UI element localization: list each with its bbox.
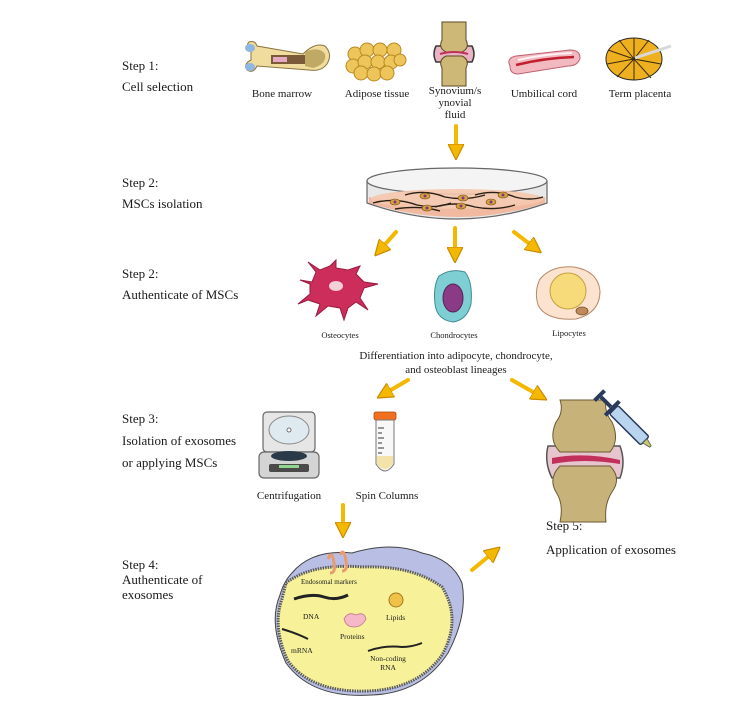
- adipose-tissue-icon: [345, 42, 407, 82]
- differentiation-line2: and osteoblast lineages: [405, 364, 507, 376]
- endosomal-markers-icon: [326, 550, 348, 575]
- step4-label: Step 4: Authenticate of exosomes: [122, 557, 203, 602]
- step3-desc-line1: Isolation of exosomes: [122, 433, 237, 448]
- centrifuge-icon: [258, 411, 320, 479]
- source-label-synovium-line3: fluid: [444, 109, 466, 121]
- arrow-dish-to-lipocyte: [512, 230, 535, 248]
- arrow-exosome-to-application: [470, 552, 494, 572]
- step4-title: Step 4:: [122, 557, 159, 572]
- noncoding-rna-icon: [367, 642, 423, 652]
- method-label-spin-columns: Spin Columns: [355, 490, 419, 502]
- chondrocyte-icon: [434, 270, 472, 323]
- step2b-desc: Authenticate of MSCs: [122, 287, 239, 302]
- arrow-to-application: [510, 378, 540, 396]
- exosome-icon: [274, 546, 464, 696]
- method-label-centrifugation: Centrifugation: [256, 490, 322, 502]
- cell-label-chondrocytes: Chondrocytes: [430, 330, 478, 340]
- umbilical-cord-icon: [508, 49, 581, 75]
- step5-label: Step 5: Application of exosomes: [546, 518, 676, 558]
- step3-label: Step 3: Isolation of exosomes or applyin…: [122, 411, 236, 471]
- source-label-synovium-line2: ynovial: [438, 97, 472, 109]
- step2a-desc: MSCs isolation: [122, 196, 203, 211]
- source-label-umbilical: Umbilical cord: [510, 88, 578, 100]
- step2b-title: Step 2:: [122, 266, 159, 281]
- protein-icon: [343, 613, 367, 628]
- exosome-label-ncrna-line1: Non-coding: [370, 654, 406, 663]
- exosome-label-markers: Endosomal markers: [301, 578, 357, 586]
- bone-marrow-icon: [245, 41, 331, 72]
- mrna-icon: [281, 628, 309, 640]
- cell-label-lipocytes: Lipocytes: [552, 328, 586, 338]
- knee-joint-injection-icon: [545, 389, 652, 523]
- source-label-adipose: Adipose tissue: [344, 88, 410, 100]
- source-label-placenta: Term placenta: [608, 88, 672, 100]
- osteocyte-icon: [297, 258, 379, 322]
- cell-label-osteocytes: Osteocytes: [321, 330, 359, 340]
- step5-desc: Application of exosomes: [546, 542, 676, 557]
- differentiation-line1: Differentiation into adipocyte, chondroc…: [359, 350, 553, 362]
- step4-desc-line2: exosomes: [122, 587, 174, 602]
- lipocyte-icon: [535, 266, 601, 320]
- step3-desc-line2: or applying MSCs: [122, 455, 218, 470]
- exosome-label-proteins: Proteins: [340, 632, 365, 641]
- arrow-dish-to-osteocyte: [380, 230, 398, 250]
- exosome-label-ncrna: Non-coding RNA: [366, 654, 410, 672]
- exosome-label-dna: DNA: [303, 612, 320, 621]
- step1-label: Step 1: Cell selection: [122, 58, 193, 95]
- step2a-label: Step 2: MSCs isolation: [122, 175, 203, 212]
- arrow-to-isolation: [384, 378, 410, 394]
- syringe-icon: [593, 389, 652, 448]
- step1-desc: Cell selection: [122, 79, 194, 94]
- exosome-label-lipids: Lipids: [386, 613, 406, 622]
- step1-title: Step 1:: [122, 58, 159, 73]
- spin-column-icon: [373, 411, 397, 472]
- source-label-bone-marrow: Bone marrow: [251, 88, 313, 100]
- petri-dish-icon: [366, 167, 548, 220]
- step3-title: Step 3:: [122, 411, 159, 426]
- dna-icon: [293, 593, 349, 601]
- source-label-synovium: Synovium/s ynovial fluid: [420, 85, 490, 121]
- placenta-icon: [605, 37, 672, 81]
- step2b-label: Step 2: Authenticate of MSCs: [122, 266, 238, 303]
- differentiation-text: Differentiation into adipocyte, chondroc…: [340, 349, 572, 377]
- synovial-joint-icon: [433, 21, 475, 87]
- step4-desc-line1: Authenticate of: [122, 572, 203, 587]
- step2a-title: Step 2:: [122, 175, 159, 190]
- lipid-icon: [388, 592, 404, 608]
- exosome-label-ncrna-line2: RNA: [380, 663, 396, 672]
- source-label-synovium-line1: Synovium/s: [428, 85, 482, 97]
- exosome-label-mrna: mRNA: [291, 646, 313, 655]
